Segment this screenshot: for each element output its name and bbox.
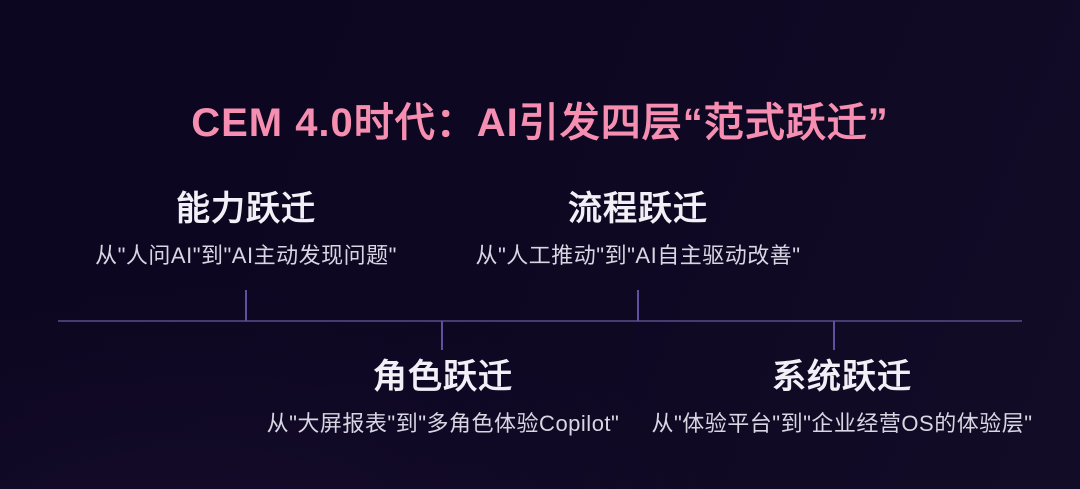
section-process: 流程跃迁 从"人工推动"到"AI自主驱动改善": [418, 191, 858, 269]
slide-title: CEM 4.0时代：AI引发四层“范式跃迁”: [191, 100, 889, 145]
section-system-heading: 系统跃迁: [772, 358, 912, 396]
section-system-description: 从"体验平台"到"企业经营OS的体验层": [651, 411, 1033, 436]
section-capability-heading: 能力跃迁: [176, 190, 316, 228]
section-role: 角色跃迁 从"大屏报表"到"多角色体验Copilot": [223, 359, 663, 437]
timeline-tick-capability: [245, 290, 247, 321]
section-process-description: 从"人工推动"到"AI自主驱动改善": [475, 243, 801, 268]
section-role-description: 从"大屏报表"到"多角色体验Copilot": [266, 411, 620, 436]
section-role-heading: 角色跃迁: [373, 358, 513, 396]
timeline-tick-system: [833, 321, 835, 350]
timeline-line: [58, 320, 1022, 322]
section-system: 系统跃迁 从"体验平台"到"企业经营OS的体验层": [622, 359, 1062, 437]
section-capability: 能力跃迁 从"人问AI"到"AI主动发现问题": [26, 191, 466, 269]
section-process-heading: 流程跃迁: [568, 190, 708, 228]
timeline-tick-process: [637, 290, 639, 321]
section-capability-description: 从"人问AI"到"AI主动发现问题": [95, 243, 397, 268]
timeline-tick-role: [441, 321, 443, 350]
